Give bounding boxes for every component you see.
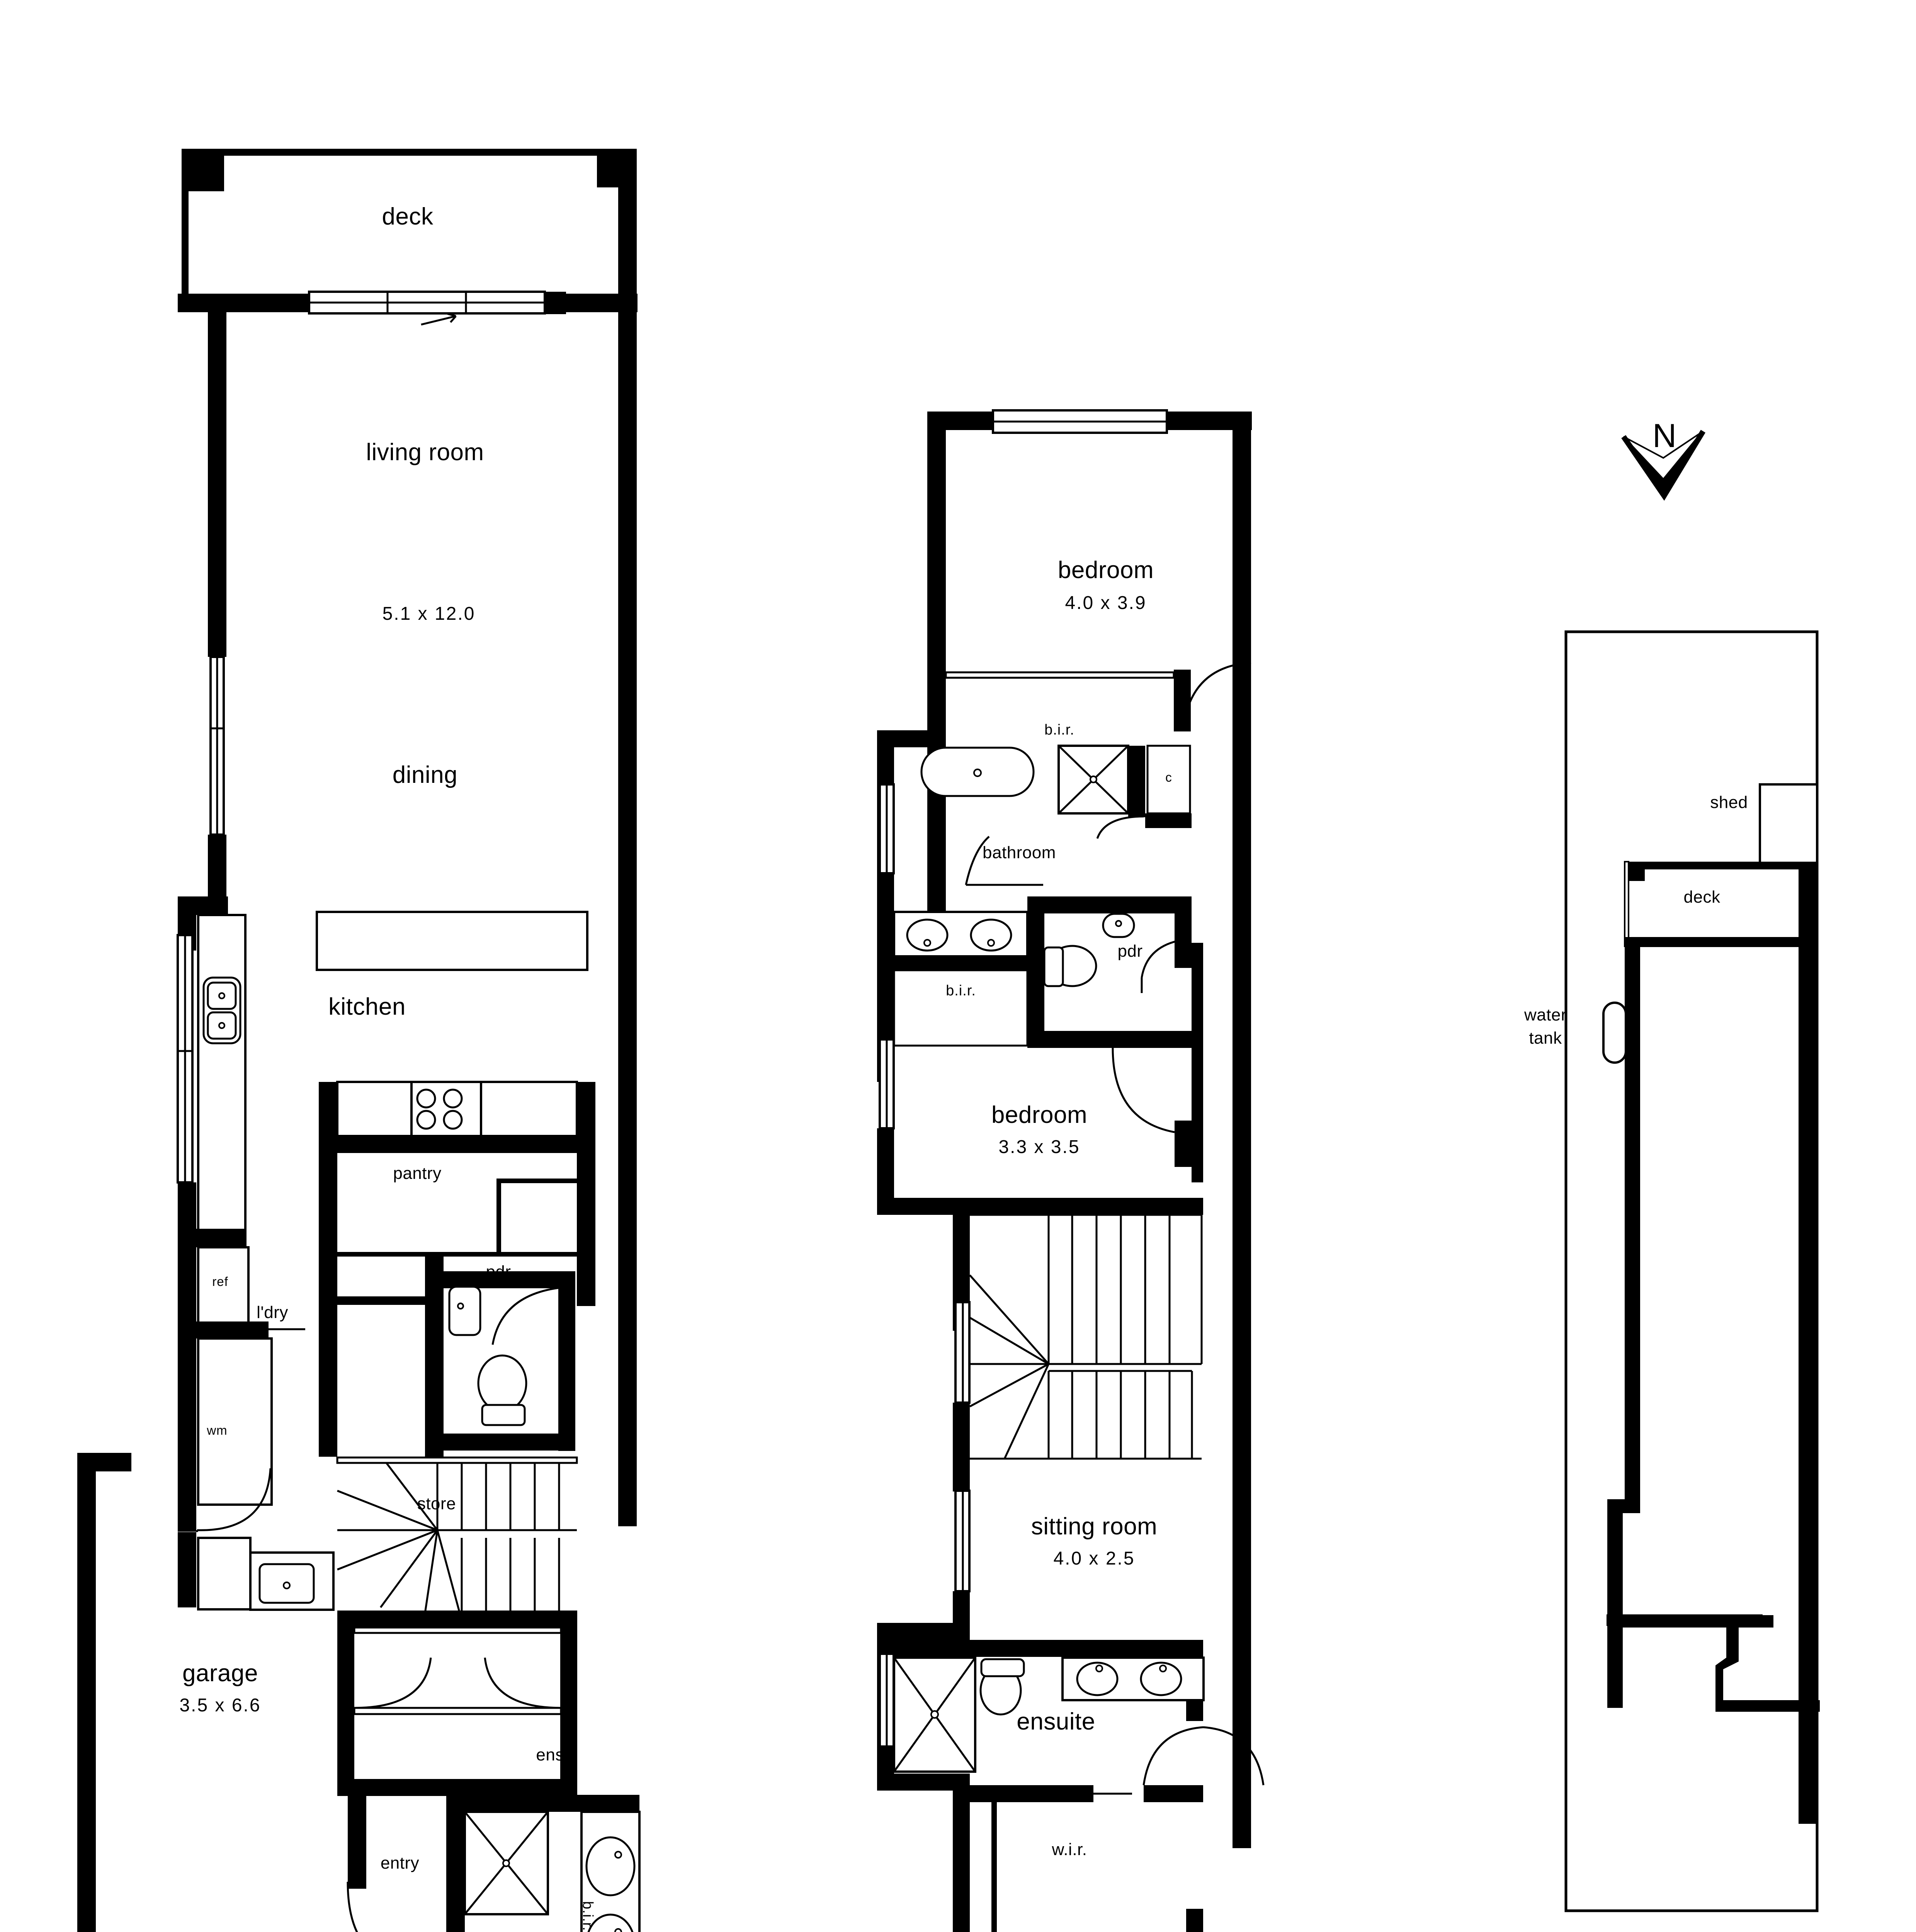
room-label-bedroom-1f-mid: bedroom bbox=[991, 1102, 1088, 1128]
room-label-ref: ref bbox=[212, 1274, 228, 1289]
room-label-store: store bbox=[417, 1494, 456, 1513]
room-dim-bedroom-1f-mid: 3.3 x 3.5 bbox=[998, 1137, 1080, 1157]
room-label-ens-ground: ens. bbox=[536, 1745, 569, 1764]
north-arrow-label: N bbox=[1652, 417, 1677, 454]
ground-floor-drawing bbox=[77, 149, 641, 1932]
room-label-pantry: pantry bbox=[393, 1164, 442, 1183]
room-label-sitting-room: sitting room bbox=[1031, 1513, 1158, 1540]
site-label-shed: shed bbox=[1710, 793, 1748, 812]
room-label-deck: deck bbox=[382, 203, 434, 230]
room-dim-bedroom-1f-top: 4.0 x 3.9 bbox=[1065, 593, 1147, 613]
room-label-bir-1f-lower: b.i.r. bbox=[946, 983, 976, 999]
site-plan-drawing bbox=[1564, 430, 1820, 1912]
room-dim-garage: 3.5 x 6.6 bbox=[179, 1695, 261, 1716]
room-label-dining: dining bbox=[392, 762, 458, 788]
site-label-water-tank-line1: water bbox=[1524, 1005, 1567, 1024]
room-label-wm: wm bbox=[207, 1423, 228, 1437]
room-label-entry: entry bbox=[380, 1854, 420, 1872]
room-label-kitchen: kitchen bbox=[328, 993, 406, 1020]
room-label-bir-1f-upper: b.i.r. bbox=[1044, 722, 1074, 738]
room-label-ldry: l'dry bbox=[257, 1303, 288, 1322]
room-label-bedroom-1f-top: bedroom bbox=[1057, 557, 1154, 583]
site-label-water-tank-line2: tank bbox=[1529, 1029, 1562, 1048]
room-label-garage: garage bbox=[182, 1660, 258, 1687]
room-label-ensuite: ensuite bbox=[1017, 1708, 1095, 1735]
room-dim-sitting-room: 4.0 x 2.5 bbox=[1053, 1548, 1135, 1569]
room-label-wir: w.i.r. bbox=[1052, 1840, 1087, 1859]
room-label-pdr-1f: pdr bbox=[1117, 942, 1143, 961]
site-label-deck: deck bbox=[1683, 888, 1720, 906]
room-label-bir-ground: b.i.r. bbox=[580, 1901, 596, 1931]
room-dim-living-room: 5.1 x 12.0 bbox=[382, 604, 476, 624]
room-label-bathroom: bathroom bbox=[983, 843, 1056, 862]
room-label-living-room: living room bbox=[366, 439, 484, 466]
room-label-c-cupboard: c bbox=[1165, 770, 1172, 784]
first-floor-drawing bbox=[877, 409, 1265, 1932]
room-label-pdr-ground: pdr bbox=[486, 1262, 511, 1281]
